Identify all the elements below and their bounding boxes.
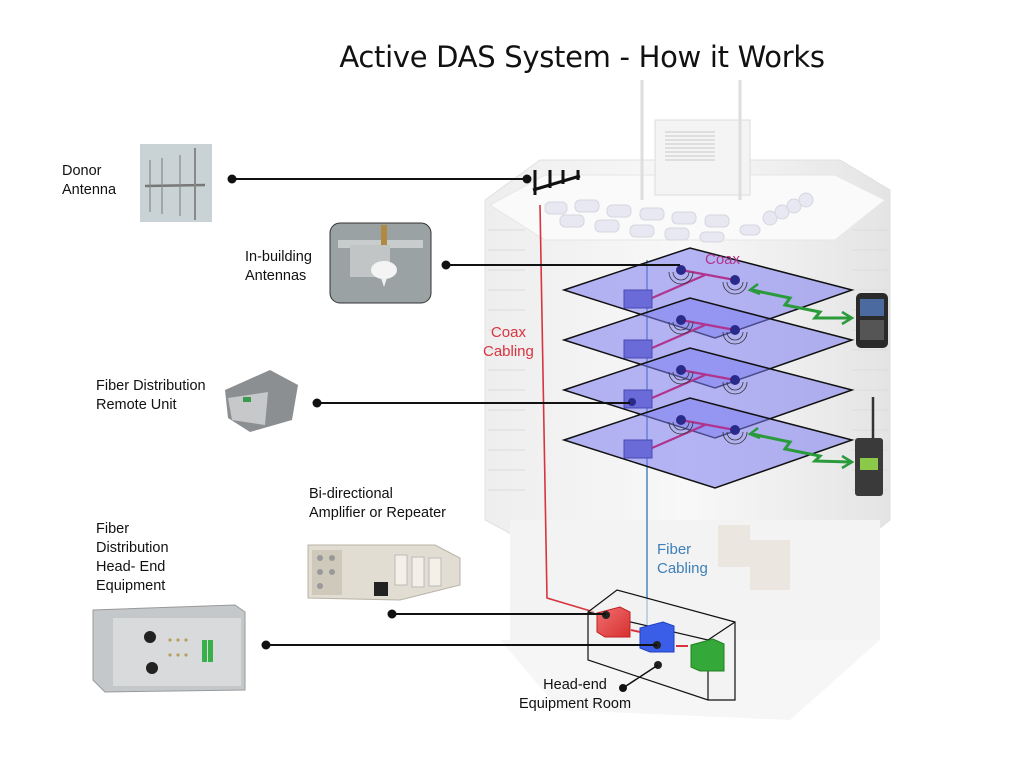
- in-building-antenna-icon: [676, 315, 686, 325]
- in-building-antenna-icon: [676, 365, 686, 375]
- smartphone-icon: [856, 293, 888, 348]
- in-building-antenna-icon: [676, 265, 686, 275]
- remote-unit-photo: [225, 370, 298, 432]
- in-building-antenna-icon: [730, 375, 740, 385]
- in-building-antenna-icon: [676, 415, 686, 425]
- label-in-building-antennas: In-building Antennas: [245, 249, 312, 284]
- label-head-end-equipment: Fiber Distribution Head- End Equipment: [96, 521, 169, 594]
- remote-unit-box: [623, 389, 653, 409]
- signal-wave: [722, 381, 748, 395]
- in-building-antenna-icon: [730, 325, 740, 335]
- coax-run: [651, 368, 736, 400]
- diagram-title: Active DAS System - How it Works: [339, 40, 825, 74]
- remote-unit-box: [623, 339, 653, 359]
- signal-wave: [726, 381, 744, 391]
- amplifier-box: [596, 606, 631, 638]
- two-way-radio-icon: [855, 397, 883, 496]
- signal-wave: [726, 431, 744, 441]
- signal-wave: [726, 331, 744, 341]
- label-fiber-remote-unit: Fiber Distribution Remote Unit: [96, 378, 206, 413]
- signal-wave: [672, 321, 690, 331]
- signal-wave: [722, 281, 748, 295]
- signal-wave: [672, 371, 690, 381]
- coax-cable-line: [539, 204, 595, 613]
- coax-run: [651, 268, 736, 300]
- label-coax-cabling: Coax Cabling: [483, 324, 534, 360]
- signal-wave: [722, 331, 748, 345]
- amplifier-photo: [307, 544, 461, 601]
- signal-wave: [668, 421, 694, 435]
- green-box: [690, 638, 725, 672]
- signal-wave: [668, 321, 694, 335]
- signal-wave: [668, 271, 694, 285]
- donor-antenna-photo: [140, 144, 212, 222]
- signal-wave: [668, 371, 694, 385]
- coax-run: [651, 418, 736, 450]
- signal-arrow-smartphone: [747, 283, 855, 326]
- label-coax-top: Coax: [705, 251, 741, 268]
- signal-wave: [726, 281, 744, 291]
- in-building-antenna-icon: [730, 425, 740, 435]
- coax-run: [651, 318, 736, 350]
- signal-wave: [722, 431, 748, 445]
- in-building-antenna-photo: [329, 222, 432, 304]
- signal-wave: [672, 271, 690, 281]
- label-amplifier-repeater: Bi-directional Amplifier or Repeater: [309, 486, 446, 521]
- floor-planes: [561, 247, 855, 489]
- rooftop-antenna-symbol: [532, 170, 581, 195]
- in-building-antenna-icon: [730, 275, 740, 285]
- label-donor-antenna: Donor Antenna: [62, 163, 117, 198]
- remote-unit-box: [623, 439, 653, 459]
- head-end-equipment-photo: [92, 604, 246, 693]
- signal-wave: [672, 421, 690, 431]
- label-head-end-room: Head-end Equipment Room: [519, 677, 632, 712]
- floor-plane: [561, 397, 855, 489]
- remote-unit-box: [623, 289, 653, 309]
- label-fiber-cabling: Fiber Cabling: [657, 541, 708, 577]
- signal-arrow-radio: [747, 427, 855, 470]
